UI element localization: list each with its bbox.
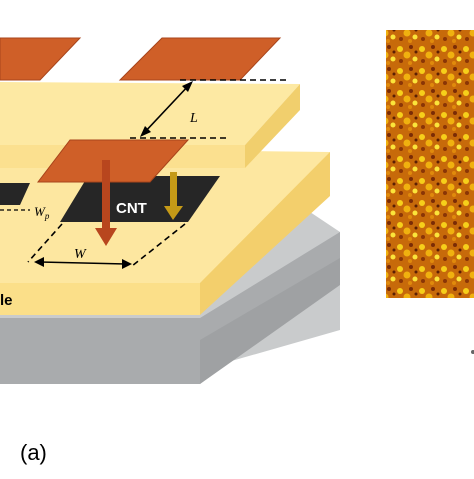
cnt-channel-left	[0, 183, 30, 205]
current-arrow-orange	[95, 160, 117, 246]
cnt-channel	[60, 176, 220, 222]
width-arrowhead-right	[122, 259, 132, 269]
length-label: L	[189, 111, 198, 126]
pitch-dimension: Wp	[0, 204, 50, 221]
upper-layer-side	[245, 84, 300, 168]
cnt-label: CNT	[116, 200, 147, 217]
electrode-top-right	[118, 37, 282, 81]
width-arrow	[39, 261, 127, 265]
substrate-side-face	[200, 258, 340, 384]
width-guide-right	[131, 223, 186, 267]
current-arrow-head	[95, 228, 117, 246]
lower-layer-side	[200, 152, 330, 315]
width-label: W	[74, 247, 87, 262]
current-arrow-gold	[164, 172, 183, 220]
electrode-top-left	[0, 37, 82, 81]
length-arrow	[142, 83, 191, 135]
substrate-label-fragment: le	[0, 292, 13, 309]
pitch-label: Wp	[34, 204, 50, 221]
length-arrowhead-bottom	[140, 126, 151, 137]
panel-label: (a)	[20, 440, 47, 465]
current-arrow-shaft	[102, 160, 110, 230]
lower-layer-front	[0, 283, 200, 315]
length-dimension: L	[130, 79, 290, 139]
upper-layer-top	[0, 82, 300, 145]
gold-arrow-shaft	[170, 172, 177, 208]
sub-panel-marker	[471, 350, 474, 354]
substrate-front-face	[0, 232, 340, 384]
width-dimension: W	[27, 223, 186, 269]
width-arrowhead-left	[34, 257, 44, 267]
gold-arrow-head	[164, 206, 183, 220]
cnt-micrograph	[386, 30, 474, 298]
electrode-middle	[36, 139, 190, 183]
width-guide-left	[27, 223, 63, 263]
top-electrodes	[0, 37, 282, 183]
length-arrowhead-top	[182, 81, 193, 92]
